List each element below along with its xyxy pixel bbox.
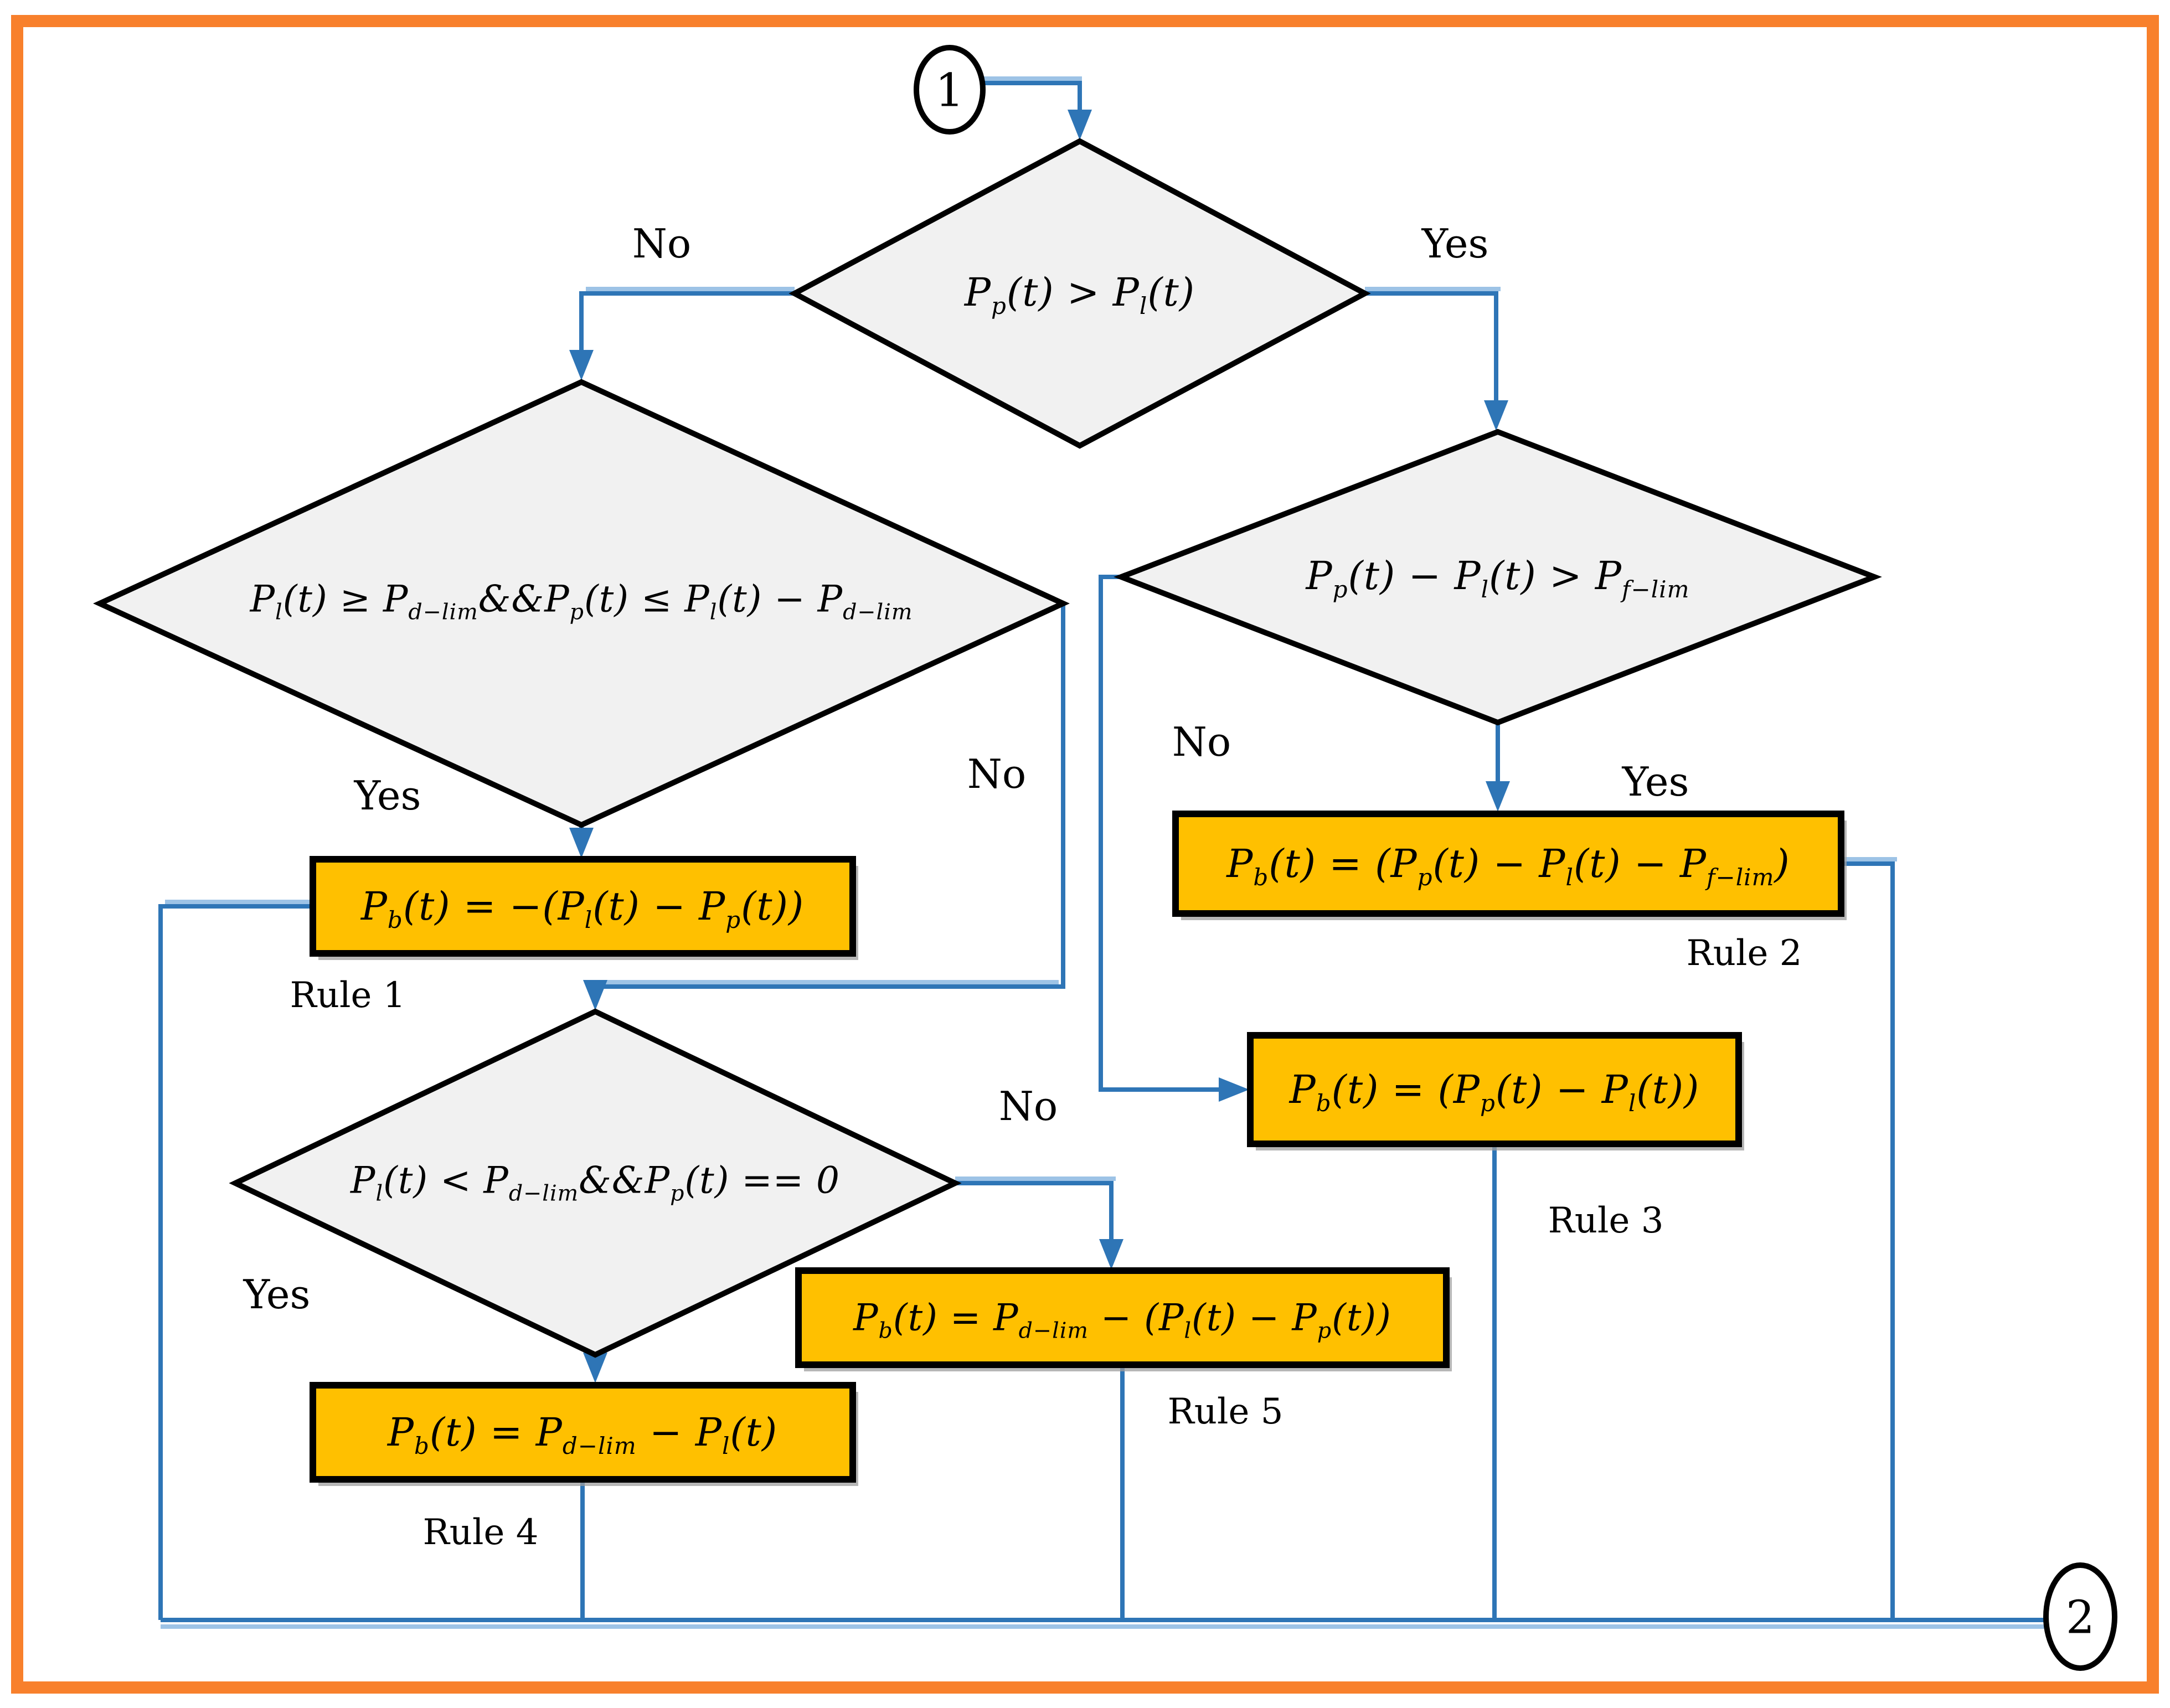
decision-d0-formula: Pp(t) > Pl(t) [964, 270, 1195, 319]
rule3-formula: Pb(t) = (Pp(t) − Pl(t)) [1289, 1067, 1700, 1117]
dA-yes-label: Yes [354, 772, 421, 819]
rule5-box-shape [795, 1267, 1450, 1368]
edge-start-to-d0 [983, 81, 1082, 133]
rule5-formula: Pb(t) = Pd−lim − (Pl(t) − Pp(t)) [853, 1296, 1391, 1344]
arrowhead-into-rule3 [1219, 1077, 1249, 1102]
page-border [11, 15, 2159, 1694]
decision-d0-shape [788, 138, 1371, 449]
rule5-caption: Rule 5 [1167, 1391, 1284, 1432]
arrowhead-into-rule2 [1486, 781, 1510, 812]
rule4-caption: Rule 4 [422, 1512, 539, 1553]
rule1-box-shape [310, 856, 856, 957]
rule2-caption: Rule 2 [1686, 933, 1802, 974]
connector-1-label: 1 [935, 64, 965, 117]
rule4-formula: Pb(t) = Pd−lim − Pl(t) [387, 1410, 778, 1459]
edge-rule1-to-bus [158, 904, 313, 1620]
decision-dA-formula: Pl(t) ≥ Pd−lim&&Pp(t) ≤ Pl(t) − Pd−lim [250, 577, 913, 625]
arrowheads [569, 110, 1510, 1383]
dA-no-label: No [967, 751, 1027, 797]
arrowhead-into-rule1 [569, 828, 594, 858]
edge-dC-no-to-rule5 [955, 1181, 1114, 1239]
rule3-caption: Rule 3 [1548, 1200, 1664, 1241]
d0-no-label: No [632, 220, 692, 267]
connector-2-label: 2 [2065, 1591, 2095, 1644]
dC-no-label: No [998, 1083, 1058, 1129]
dB-no-label: No [1172, 719, 1231, 765]
edge-d0-yes-to-dB [1365, 291, 1498, 400]
arrowhead-into-dB [1484, 400, 1508, 431]
rule2-formula: Pb(t) = (Pp(t) − Pl(t) − Pf−lim) [1226, 841, 1790, 891]
arrowhead-into-rule4 [583, 1353, 607, 1383]
decision-shapes [93, 138, 1882, 1358]
arrowhead-into-d0 [1068, 110, 1092, 140]
arrowhead-into-dA [569, 350, 594, 380]
process-shapes [310, 811, 1844, 1483]
arrowhead-into-dC [583, 980, 607, 1010]
arrowhead-into-rule5 [1099, 1239, 1123, 1270]
decision-dC-formula: Pl(t) < Pd−lim&&Pp(t) == 0 [351, 1159, 840, 1206]
dC-yes-label: Yes [243, 1271, 311, 1318]
rule1-caption: Rule 1 [290, 975, 406, 1016]
rule1-formula: Pb(t) = −(Pl(t) − Pp(t)) [360, 884, 805, 933]
decision-dB-shape [1114, 429, 1882, 726]
edge-rule2-to-bus [1841, 861, 1895, 1620]
edge-highlights [161, 76, 2046, 1629]
edge-d0-no-to-dA [579, 291, 795, 350]
connector-circle-2 [2043, 1562, 2117, 1671]
rule2-box-shape [1172, 811, 1844, 917]
decision-dA-shape [93, 379, 1070, 828]
edge-dB-no-to-rule3 [1099, 575, 1219, 1092]
rule4-box-shape [310, 1382, 856, 1483]
edges [158, 81, 2046, 1622]
rule3-box-shape [1247, 1032, 1742, 1147]
decision-dB-formula: Pp(t) − Pl(t) > Pf−lim [1306, 553, 1690, 603]
connector-circle-1 [914, 45, 986, 135]
d0-yes-label: Yes [1421, 220, 1489, 267]
dB-yes-label: Yes [1622, 758, 1689, 805]
decision-dC-shape [229, 1008, 962, 1358]
